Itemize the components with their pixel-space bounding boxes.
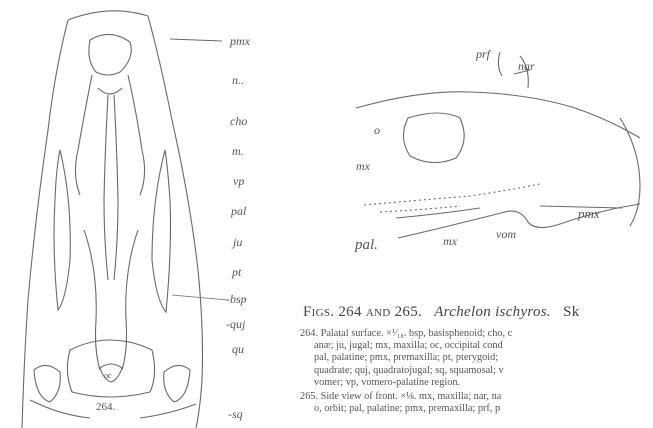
legend-line: pal, palatine; pmx, premaxilla; pt, pter… — [300, 352, 512, 364]
fig265-label-vom: vom — [496, 228, 516, 240]
fig264-label-ju: ju — [233, 236, 242, 248]
caption-species-name: Archelon ischyros. — [434, 304, 551, 320]
legend-line: vomer; vp, vomero-palatine region. — [300, 377, 512, 389]
fig265-label-nar: nar — [518, 60, 535, 72]
fig264-label-pt: pt — [232, 266, 241, 278]
fig264-label-quj: -quj — [226, 318, 245, 330]
fig264-label-cho: cho — [230, 115, 247, 127]
legend-line: 264. Palatal surface. ×¹⁄₁₈. bsp, basisp… — [300, 328, 512, 340]
fig264-label-nar: n.. — [232, 74, 244, 86]
legend-line: 265. Side view of front. ×⅛. mx, maxilla… — [300, 391, 501, 403]
caption-trailing-text: Sk — [563, 304, 579, 320]
fig265-label-o: o — [374, 124, 380, 136]
figure-legend-265: 265. Side view of front. ×⅛. mx, maxilla… — [300, 391, 501, 415]
fig265-label-mx: mx — [443, 235, 457, 247]
fig265-label-pal: pal. — [355, 238, 378, 253]
fig265-label-prf: prf — [476, 48, 490, 60]
legend-line: o, orbit; pal, palatine; pmx, premaxilla… — [300, 403, 501, 415]
legend-line: anæ; ju, jugal; mx, maxilla; oc, occipit… — [300, 340, 512, 352]
fig264-label-sq: -sq — [228, 408, 243, 420]
figure-caption-title: Figs. 264 and 265. Archelon ischyros. Sk — [303, 304, 580, 321]
fig264-label-oc: oc — [104, 372, 112, 380]
fig264-label-pmx: pmx — [230, 35, 250, 47]
fig265-label-mx-dotted: mx — [356, 160, 370, 172]
fig264-label-pal: pal — [231, 205, 246, 217]
fig264-label-bsp: -bsp — [226, 293, 247, 305]
fig264-label-mx: m. — [232, 145, 244, 157]
fig264-label-qu: qu — [232, 343, 244, 355]
fig265-label-pmx: pmx — [578, 207, 600, 220]
figure-legend-264: 264. Palatal surface. ×¹⁄₁₈. bsp, basisp… — [300, 328, 512, 389]
legend-line: quadrate; quj, quadratojugal; sq, squamo… — [300, 365, 512, 377]
caption-figs-number: Figs. 264 and 265. — [303, 304, 422, 320]
fig264-number: 264. — [96, 402, 115, 413]
fig264-label-vp: vp — [233, 175, 244, 187]
